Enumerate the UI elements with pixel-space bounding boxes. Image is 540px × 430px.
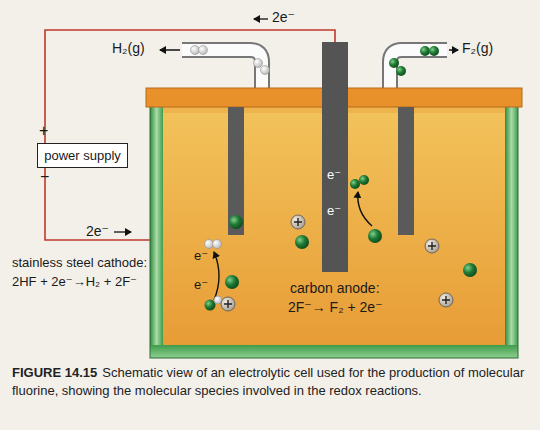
electron-label: 2e⁻ — [272, 9, 295, 25]
figure-number: FIGURE 14.15 — [12, 365, 97, 380]
electron-label: e⁻ — [194, 278, 208, 293]
electron-label: e⁻ — [327, 168, 341, 183]
polarity-sign: + — [39, 122, 48, 140]
electron-label: e⁻ — [194, 249, 208, 264]
half-reaction: 2HF + 2e⁻→H₂ + 2F⁻ — [10, 275, 139, 290]
electron-label: e⁻ — [327, 204, 341, 219]
electron-label: 2e⁻ — [86, 223, 109, 239]
box-label: power supply — [44, 148, 121, 163]
electrode-name: carbon anode: — [290, 280, 380, 296]
electrode-name: stainless steel cathode: — [10, 256, 149, 271]
gas-label: H₂(g) — [112, 40, 145, 56]
caption-block: FIGURE 14.15Schematic view of an electro… — [12, 364, 528, 399]
polarity-sign: − — [40, 168, 49, 186]
power-supply-box: power supply — [37, 143, 128, 168]
half-reaction: 2F⁻→ F₂ + 2e⁻ — [288, 299, 383, 315]
gas-label: F₂(g) — [462, 40, 493, 56]
